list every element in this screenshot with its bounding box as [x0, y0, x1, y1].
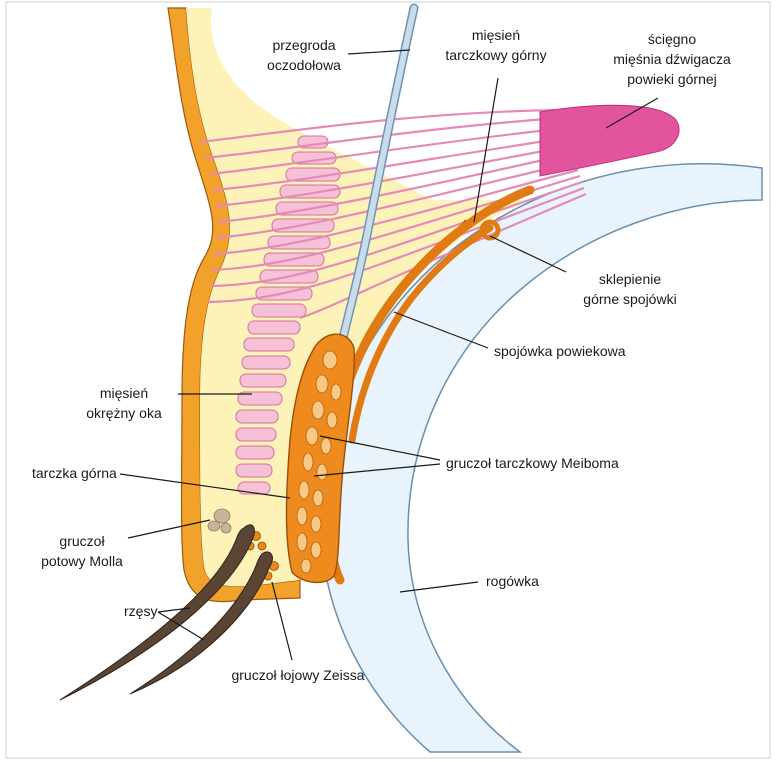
label-tarczka: tarczka górna [32, 465, 117, 481]
label-miesien-tarczkowy-1: mięsień [472, 27, 520, 43]
label-rzesy: rzęsy [124, 603, 157, 619]
label-okrezny-1: mięsień [100, 385, 148, 401]
label-miesien-tarczkowy-2: tarczkowy górny [445, 47, 546, 63]
label-rogowka: rogówka [486, 573, 539, 589]
label-sciegno-2: mięśnia dźwigacza [613, 51, 731, 67]
label-sklepienie-1: sklepienie [599, 271, 661, 287]
label-molla-2: potowy Molla [41, 553, 123, 569]
label-okrezny-2: okrężny oka [86, 405, 162, 421]
label-spojowka: spojówka powiekowa [494, 343, 626, 359]
label-przegroda-2: oczodołowa [267, 57, 341, 73]
label-zeissa: gruczoł łojowy Zeissa [231, 667, 364, 683]
label-sciegno-3: powieki górnej [627, 71, 717, 87]
label-meiboma: gruczoł tarczkowy Meiboma [446, 455, 619, 471]
label-sciegno-1: ścięgno [648, 31, 696, 47]
label-sklepienie-2: górne spojówki [583, 291, 676, 307]
label-molla-1: gruczoł [59, 533, 105, 549]
label-przegroda-1: przegroda [272, 37, 335, 53]
